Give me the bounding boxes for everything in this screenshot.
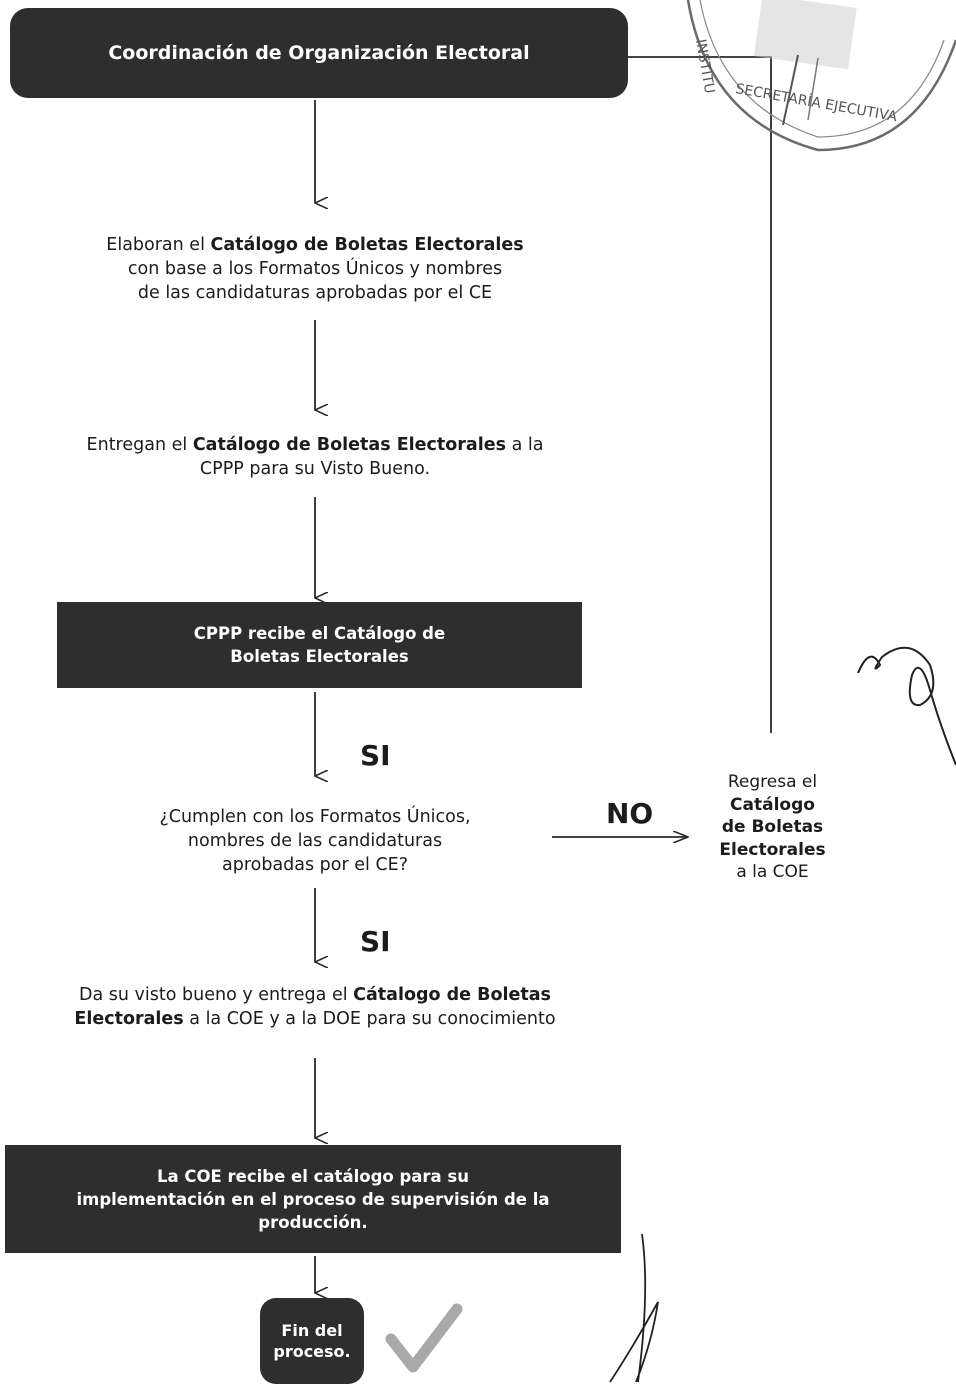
end-process-box: Fin del proceso. <box>260 1298 364 1384</box>
si-label-1: SI <box>360 739 391 772</box>
return-note-text: Regresa el Catálogo de Boletas Electoral… <box>719 772 826 882</box>
seal-stamp: INSTITU SECRETARÍA EJECUTIVA <box>686 0 956 152</box>
decision-question-text: ¿Cumplen con los Formatos Únicos, nombre… <box>159 807 471 875</box>
svg-text:SECRETARÍA EJECUTIVA: SECRETARÍA EJECUTIVA <box>734 80 899 125</box>
signature-mark <box>609 1233 659 1383</box>
coe-receives-box: La COE recibe el catálogo para su implem… <box>5 1145 621 1253</box>
step-elaboran-text: Elaboran el Catálogo de Boletas Electora… <box>106 235 524 303</box>
si-label-2: SI <box>360 925 391 958</box>
coordination-header-box: Coordinación de Organización Electoral <box>10 8 628 98</box>
no-label: NO <box>606 797 654 830</box>
coordination-header-label: Coordinación de Organización Electoral <box>108 42 530 64</box>
step-visto-bueno-text: Da su visto bueno y entrega el Cátalogo … <box>74 985 556 1029</box>
cppp-receives-box: CPPP recibe el Catálogo de Boletas Elect… <box>57 602 582 688</box>
checkmark-icon <box>385 1303 463 1373</box>
signature-initials <box>857 646 956 766</box>
step-entregan-text: Entregan el Catálogo de Boletas Electora… <box>86 435 544 479</box>
